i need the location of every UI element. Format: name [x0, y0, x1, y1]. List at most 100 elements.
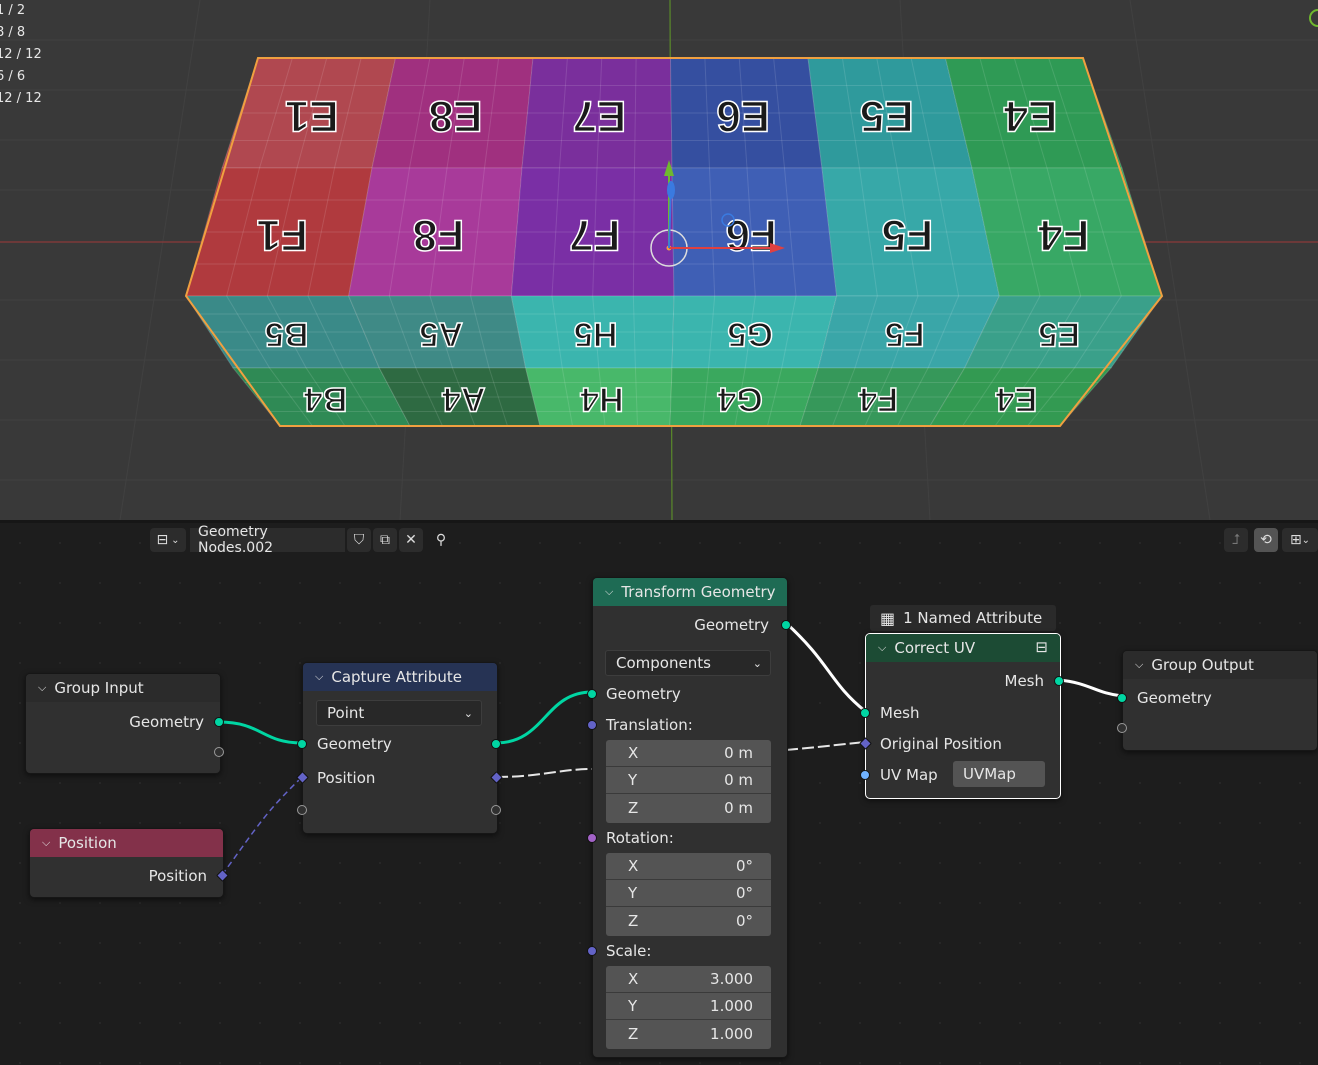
virtual-input-socket[interactable]	[1117, 723, 1127, 733]
scale-z-field[interactable]: Z 1.000	[606, 1020, 771, 1047]
axis-value: 0°	[735, 857, 753, 875]
node-header[interactable]: ⌵Group Output	[1123, 651, 1317, 679]
face-label: H5	[574, 315, 617, 353]
chevron-down-icon[interactable]: ⌵	[315, 670, 324, 683]
socket-label: Geometry	[129, 713, 204, 731]
node-editor-header: ⊟⌄ Geometry Nodes.002 ⛉ ⧉ ✕ ⚲ ⮥ ⟲ ⊞⌄	[0, 523, 1318, 557]
parent-tree-up-icon[interactable]: ⮥	[1224, 528, 1248, 552]
pin-icon[interactable]: ⚲	[435, 532, 447, 548]
node-header[interactable]: ⌵ Capture Attribute	[303, 663, 497, 691]
chevron-down-icon[interactable]: ⌵	[38, 681, 47, 694]
stat-edges: 12 / 12	[0, 47, 42, 62]
stat-objects: 1 / 2	[0, 3, 26, 18]
virtual-output-socket[interactable]	[214, 747, 224, 757]
input-socket-uv-map[interactable]	[860, 770, 870, 780]
scale-label: Scale:	[606, 942, 652, 960]
uv-map-field[interactable]: UVMap	[953, 761, 1045, 787]
output-socket-mesh[interactable]	[1054, 676, 1064, 686]
input-socket-geometry[interactable]	[1117, 693, 1127, 703]
input-socket-translation[interactable]	[587, 720, 597, 730]
face-label: G4	[717, 380, 762, 418]
chevron-down-icon[interactable]: ⌵	[878, 641, 887, 654]
axis-value: 3.000	[710, 970, 753, 988]
node-header[interactable]: ⌵ Position	[30, 829, 223, 857]
node-title: Capture Attribute	[331, 668, 462, 686]
area-divider[interactable]	[0, 520, 1318, 523]
stat-vertices: 8 / 8	[0, 25, 26, 40]
virtual-output-socket[interactable]	[491, 805, 501, 815]
correct-uv-node[interactable]: ⌵Correct UV ⊟ Mesh Mesh Original Positio…	[859, 633, 1064, 799]
scene-statistics: 1 / 2 8 / 8 12 / 12 6 / 6 12 / 12	[0, 0, 42, 110]
node-title: Group Input	[54, 679, 144, 697]
capture-attribute-node[interactable]: ⌵Capture Attribute Point ⌄ Geometry Posi…	[296, 662, 503, 834]
position-node[interactable]: ⌵ Position Position	[29, 828, 229, 898]
chevron-down-icon[interactable]: ⌵	[1135, 658, 1144, 671]
face-label: F7	[569, 210, 620, 259]
axis-value: 0 m	[724, 798, 753, 817]
transform-geometry-node[interactable]: ⌵ Transform Geometry Geometry Components …	[587, 577, 791, 1058]
node-title: Position	[58, 834, 117, 852]
unlink-close-icon[interactable]: ✕	[399, 528, 423, 552]
node-group-icon[interactable]: ⊟	[1035, 638, 1048, 656]
group-input-node[interactable]: ⌵ Group Input Geometry	[25, 673, 224, 774]
input-socket-scale[interactable]	[587, 946, 597, 956]
snap-target-dropdown[interactable]: ⊞⌄	[1282, 528, 1318, 552]
mode-dropdown[interactable]: Components ⌄	[605, 650, 771, 676]
mode-value: Components	[616, 654, 711, 672]
node-header[interactable]: ⌵ Group Input	[26, 674, 220, 702]
domain-dropdown[interactable]: Point ⌄	[316, 700, 482, 726]
node-header[interactable]: ⌵ Transform Geometry	[593, 578, 787, 606]
face-label: A4	[442, 380, 486, 418]
output-socket-geometry[interactable]	[491, 739, 501, 749]
socket-label: Geometry	[694, 616, 769, 634]
axis-label: Z	[628, 1024, 639, 1043]
node-title: Transform Geometry	[621, 583, 776, 601]
face-label: E1	[285, 91, 339, 140]
selection-outline	[184, 57, 1164, 427]
axis-value: 1.000	[710, 1024, 753, 1043]
input-socket-rotation[interactable]	[587, 833, 597, 843]
face-label: B5	[265, 315, 308, 353]
face-label: E5	[1038, 315, 1080, 353]
stat-triangles: 12 / 12	[0, 91, 42, 106]
input-socket-geometry[interactable]	[587, 689, 597, 699]
axis-label: Y	[628, 997, 638, 1015]
fake-user-shield-icon[interactable]: ⛉	[347, 528, 371, 552]
input-socket-mesh[interactable]	[860, 708, 870, 718]
node-header[interactable]: ⌵Correct UV ⊟	[866, 634, 1060, 662]
axis-value: 1.000	[710, 997, 753, 1015]
scale-y-field[interactable]: Y 1.000	[606, 993, 771, 1020]
transform-gizmo[interactable]	[650, 160, 785, 267]
face-label: E4	[996, 380, 1038, 418]
node-editor[interactable]: ⊟⌄ Geometry Nodes.002 ⛉ ⧉ ✕ ⚲ ⮥ ⟲ ⊞⌄ ⌵Gr…	[0, 523, 1318, 1065]
socket-label: Geometry	[1137, 689, 1212, 707]
node-tree-browse-button[interactable]: ⊟⌄	[150, 528, 186, 552]
group-output-node[interactable]: ⌵Group Output Geometry	[1117, 650, 1318, 751]
face-label: F6	[725, 210, 776, 259]
output-socket-geometry[interactable]	[781, 620, 791, 630]
node-tree-name-field[interactable]: Geometry Nodes.002	[190, 524, 345, 556]
chevron-down-icon: ⌄	[171, 534, 180, 546]
virtual-input-socket[interactable]	[297, 805, 307, 815]
snapping-icon[interactable]: ⟲	[1254, 528, 1278, 552]
input-socket-geometry[interactable]	[297, 739, 307, 749]
face-label: F4	[858, 380, 898, 418]
named-attribute-frame-label[interactable]: ▦ 1 Named Attribute	[870, 605, 1056, 631]
chevron-down-icon[interactable]: ⌵	[605, 585, 614, 598]
output-socket-geometry[interactable]	[214, 717, 224, 727]
duplicate-tree-icon[interactable]: ⧉	[373, 528, 397, 552]
nav-gizmo-icon[interactable]	[1309, 9, 1318, 27]
chevron-down-icon[interactable]: ⌵	[42, 836, 51, 849]
